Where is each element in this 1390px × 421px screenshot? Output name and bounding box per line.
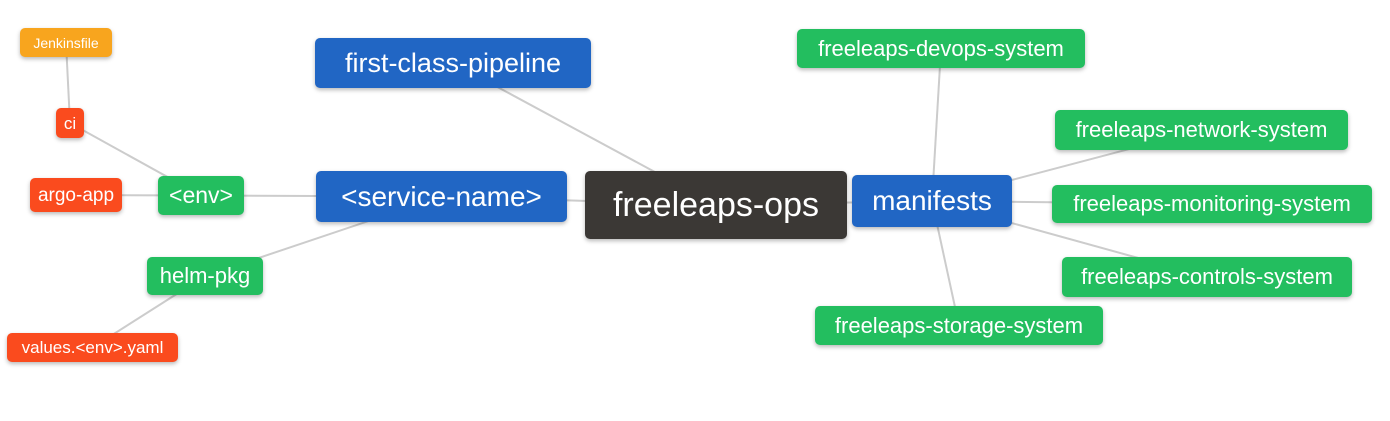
node-jenkinsfile[interactable]: Jenkinsfile: [20, 28, 112, 57]
node-freeleaps-network-system[interactable]: freeleaps-network-system: [1055, 110, 1348, 150]
node-manifests[interactable]: manifests: [852, 175, 1012, 227]
node-freeleaps-controls-system[interactable]: freeleaps-controls-system: [1062, 257, 1352, 297]
node-helm-pkg[interactable]: helm-pkg: [147, 257, 263, 295]
node-values-env-yaml[interactable]: values.<env>.yaml: [7, 333, 178, 362]
node-ci[interactable]: ci: [56, 108, 84, 138]
node-argo-app[interactable]: argo-app: [30, 178, 122, 212]
node-first-class-pipeline[interactable]: first-class-pipeline: [315, 38, 591, 88]
node-freeleaps-devops-system[interactable]: freeleaps-devops-system: [797, 29, 1085, 68]
node-service-name[interactable]: <service-name>: [316, 171, 567, 222]
node-freeleaps-ops-root[interactable]: freeleaps-ops: [585, 171, 847, 239]
node-freeleaps-storage-system[interactable]: freeleaps-storage-system: [815, 306, 1103, 345]
node-freeleaps-monitoring-system[interactable]: freeleaps-monitoring-system: [1052, 185, 1372, 223]
node-env[interactable]: <env>: [158, 176, 244, 215]
